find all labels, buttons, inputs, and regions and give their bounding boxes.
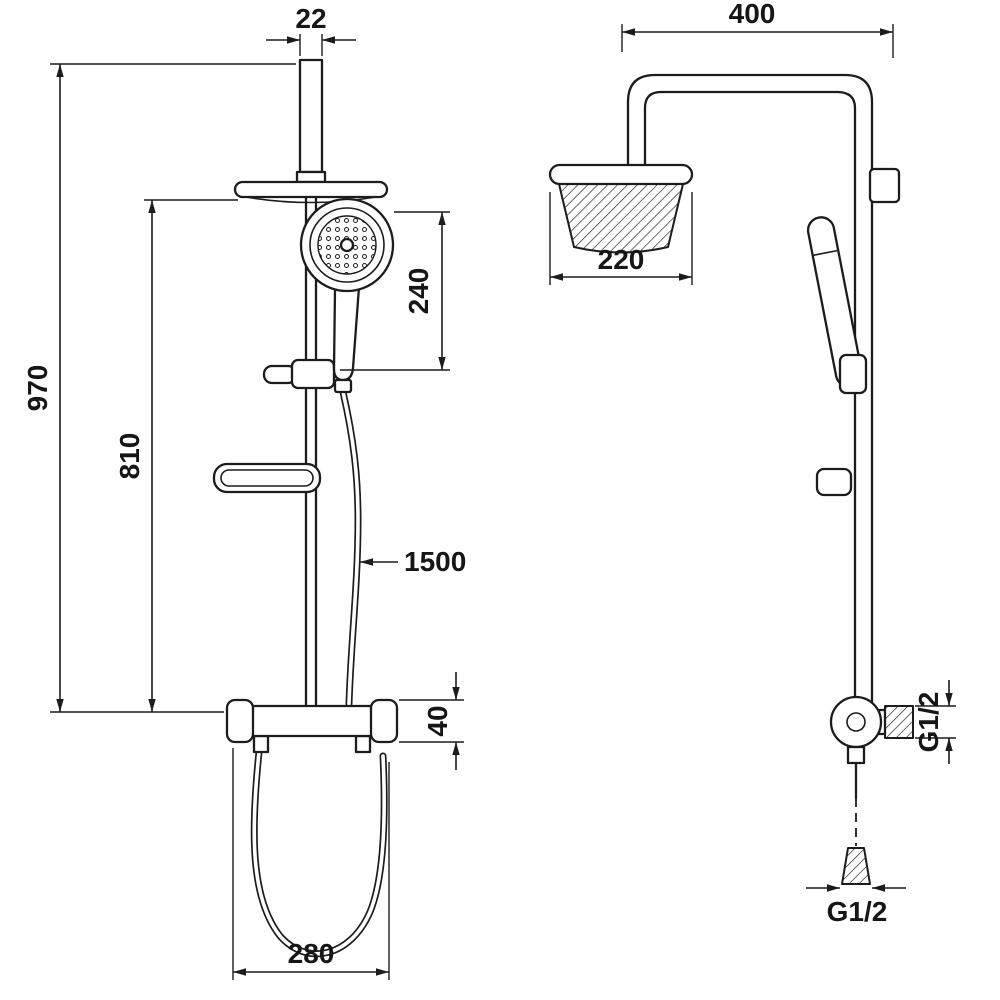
hose-nut xyxy=(333,378,353,394)
outlet-cone-thread xyxy=(841,847,871,885)
wall-connector-left xyxy=(252,734,270,754)
dim-label-40: 40 xyxy=(422,705,453,736)
mixer-valve-side xyxy=(829,695,883,749)
thermostatic-mixer xyxy=(225,698,399,754)
dim-arm-reach: 400 xyxy=(621,0,894,58)
dim-label-g12-inlet: G1/2 xyxy=(913,692,944,753)
head-connector-nut xyxy=(295,170,327,184)
dim-inlet-thread: G1/2 xyxy=(913,680,956,764)
dim-total-height: 970 xyxy=(22,63,296,713)
rain-head-spray-face xyxy=(558,183,684,254)
dim-label-810: 810 xyxy=(114,433,145,480)
dim-mixer-height: 40 xyxy=(399,672,464,770)
rain-head-side xyxy=(548,163,694,254)
soap-dish xyxy=(212,462,322,494)
dim-head-width: 220 xyxy=(549,192,693,285)
shower-hose-upper xyxy=(339,388,362,708)
top-pipe xyxy=(298,58,324,174)
mixer-body xyxy=(248,704,376,738)
dim-label-240: 240 xyxy=(403,268,434,315)
hand-shower-front xyxy=(299,197,395,394)
dim-mixer-width: 280 xyxy=(232,748,390,980)
dim-head-to-handshower: 240 xyxy=(340,211,450,371)
inlet-connector-thread xyxy=(884,705,914,739)
shower-arm-and-riser xyxy=(626,73,874,712)
dim-label-g12-outlet: G1/2 xyxy=(827,896,888,927)
hand-shower-handle xyxy=(332,285,361,382)
dim-rail-height: 810 xyxy=(114,199,238,712)
dim-pipe-width: 22 xyxy=(266,3,356,56)
outlet-nut xyxy=(846,745,866,765)
hand-shower-holder-clamp xyxy=(838,353,868,395)
valve-knob-right xyxy=(369,698,399,744)
side-view: 400 220 G1/2 G1/2 xyxy=(548,0,956,927)
shower-hose-loop xyxy=(250,748,388,958)
slider-bracket xyxy=(262,358,336,390)
front-view: 22 240 970 810 1500 xyxy=(22,3,466,980)
valve-knob-left xyxy=(225,698,255,744)
dim-outlet-thread: G1/2 xyxy=(806,884,906,927)
mixer-outlet xyxy=(841,745,871,885)
dim-label-220: 220 xyxy=(598,244,645,275)
wall-bracket xyxy=(868,167,901,204)
dim-label-1500: 1500 xyxy=(404,546,466,577)
dim-label-22: 22 xyxy=(295,3,326,34)
dim-label-970: 970 xyxy=(22,365,53,412)
hose-length-callout: 1500 xyxy=(360,546,466,577)
wall-connector-right xyxy=(354,734,372,754)
dim-label-400: 400 xyxy=(729,0,776,29)
rain-head-front xyxy=(233,170,389,204)
mixer-side xyxy=(829,695,914,749)
dim-label-280: 280 xyxy=(288,938,335,969)
slider-bracket-side xyxy=(815,467,853,497)
